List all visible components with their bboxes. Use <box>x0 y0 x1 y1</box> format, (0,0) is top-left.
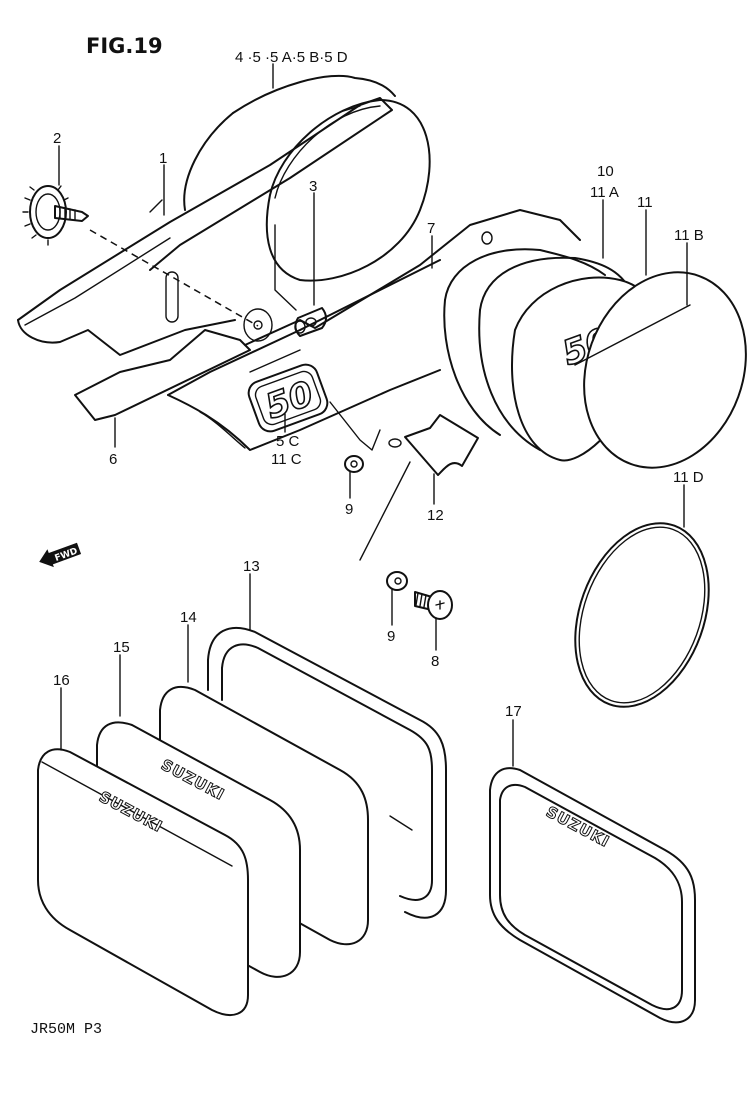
number-plate-lens-11b[interactable] <box>558 249 750 490</box>
callout-11c[interactable]: 11 C <box>271 451 302 468</box>
emblem-50-cover: 50 <box>247 363 329 433</box>
gasket-ring-11d[interactable] <box>551 505 733 726</box>
washer-9-upper[interactable] <box>344 455 364 473</box>
callout-9-upper[interactable]: 9 <box>345 501 353 518</box>
callout-9-lower[interactable]: 9 <box>387 628 395 645</box>
svg-text:FWD: FWD <box>54 546 80 563</box>
callout-15[interactable]: 15 <box>113 639 130 656</box>
side-cover-6[interactable] <box>74 329 251 421</box>
callout-4-5[interactable]: 4 ·5 ·5 A·5 B·5 D <box>235 49 348 66</box>
frame-cover-7[interactable] <box>167 209 581 451</box>
knob-bolt-2[interactable] <box>22 185 89 246</box>
left-arrow-icon <box>39 542 82 568</box>
callout-12[interactable]: 12 <box>427 507 444 524</box>
callout-6[interactable]: 6 <box>109 451 117 468</box>
callout-11d[interactable]: 11 D <box>673 469 704 486</box>
callout-11[interactable]: 11 <box>637 194 653 211</box>
callout-labels: 4 ·5 ·5 A·5 B·5 D 2 1 3 10 11 A 7 11 11 … <box>53 49 704 720</box>
frame-cover-slot <box>165 271 179 323</box>
callout-10[interactable]: 10 <box>597 163 614 180</box>
fwd-direction-badge: FWD <box>39 542 82 568</box>
callout-16[interactable]: 16 <box>53 672 70 689</box>
bracket-12[interactable] <box>388 414 479 476</box>
callout-17[interactable]: 17 <box>505 703 522 720</box>
screw-axis-line <box>359 461 411 561</box>
callout-7[interactable]: 7 <box>427 220 435 237</box>
leader-lines <box>58 63 688 767</box>
frame-cover-1[interactable] <box>17 97 393 356</box>
plate-frame-17[interactable]: SUZUKI <box>489 767 696 1024</box>
callout-1[interactable]: 1 <box>159 150 167 167</box>
plate-frame-13[interactable] <box>207 627 447 919</box>
callout-13[interactable]: 13 <box>243 558 260 575</box>
washer-hole <box>350 460 358 468</box>
callout-11b[interactable]: 11 B <box>674 227 704 244</box>
washer-9-lower[interactable] <box>386 571 408 591</box>
callout-3[interactable]: 3 <box>309 178 317 195</box>
air-cleaner-case[interactable] <box>183 74 431 282</box>
footer-code: JR50M P3 <box>30 1021 102 1038</box>
callout-2[interactable]: 2 <box>53 130 61 147</box>
svg-text:SUZUKI: SUZUKI <box>543 803 613 851</box>
callout-8[interactable]: 8 <box>431 653 439 670</box>
bolt-axis-line <box>89 229 259 327</box>
callout-5c[interactable]: 5 C <box>276 433 300 450</box>
callout-11a[interactable]: 11 A <box>590 184 619 201</box>
callout-14[interactable]: 14 <box>180 609 197 626</box>
figure-title: FIG.19 <box>86 34 163 58</box>
screw-8[interactable] <box>414 590 453 620</box>
